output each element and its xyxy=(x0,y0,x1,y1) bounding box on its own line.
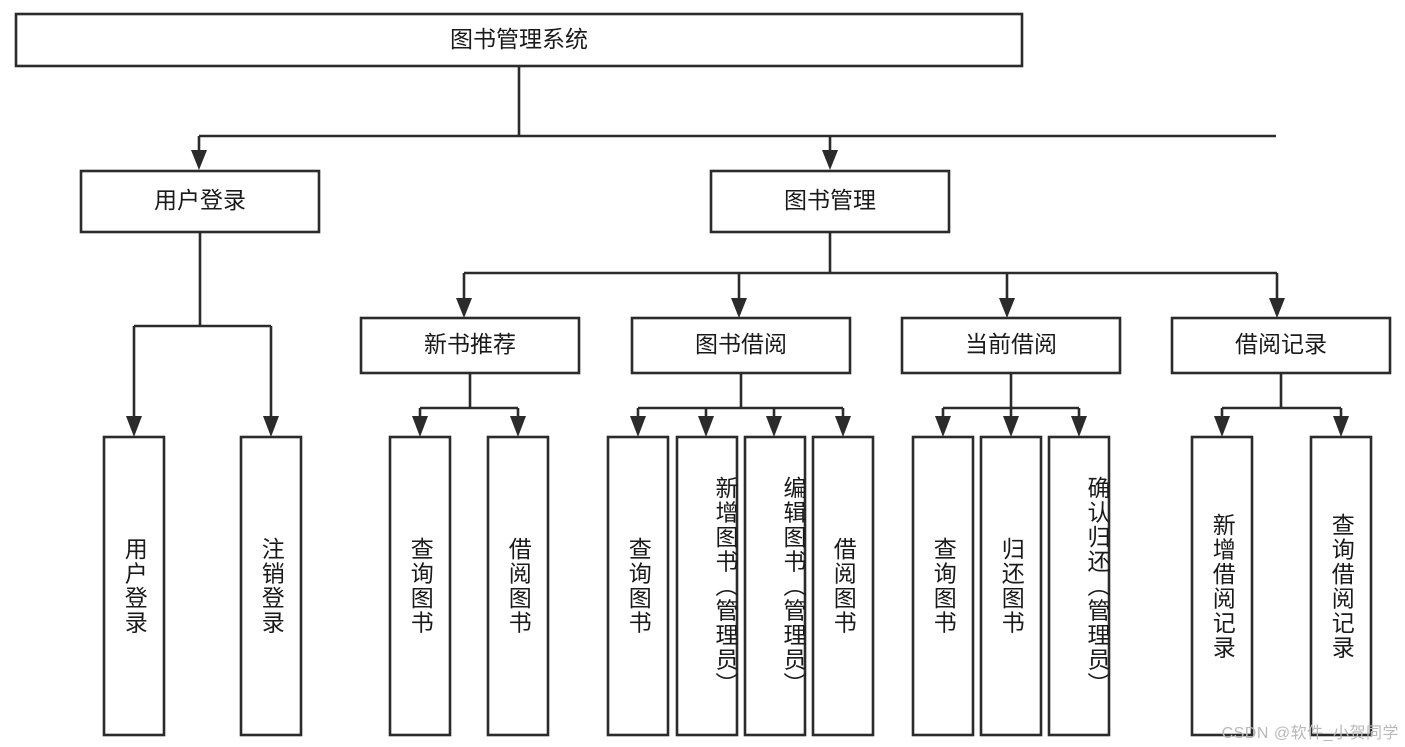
connector-book-borrow-bus xyxy=(630,373,851,437)
arrowhead-icon xyxy=(412,416,428,437)
leaf-box-query-record[interactable] xyxy=(1309,435,1373,737)
leaf-box-borrow-book-1[interactable] xyxy=(486,435,550,737)
connector-root-bus xyxy=(199,66,1276,138)
leaf-box-user-login[interactable] xyxy=(102,435,166,737)
arrowhead-icon xyxy=(999,298,1015,318)
node-borrow-record-label: 借阅记录 xyxy=(1235,331,1327,357)
connector-user-login-bus xyxy=(126,232,279,437)
leaf-box-edit-book[interactable] xyxy=(743,435,807,737)
arrowhead-icon xyxy=(1003,416,1019,437)
node-new-book-recommend-box[interactable] xyxy=(359,316,581,375)
arrowhead-icon xyxy=(1333,416,1349,437)
leaf-box-query-book-3[interactable] xyxy=(911,435,975,737)
leaf-box-query-book-1[interactable] xyxy=(388,435,452,737)
leaf-box-add-book[interactable] xyxy=(675,435,739,737)
connector-root-to-user-login xyxy=(191,136,207,170)
node-new-book-recommend-label: 新书推荐 xyxy=(424,331,516,357)
arrowhead-icon xyxy=(1269,298,1285,318)
arrowhead-icon xyxy=(822,150,838,170)
leaf-box-borrow-book-2[interactable] xyxy=(811,435,875,737)
connector-current-borrow-bus xyxy=(935,373,1087,437)
arrowhead-icon xyxy=(698,416,714,437)
arrowhead-icon xyxy=(510,416,526,437)
arrowhead-icon xyxy=(456,298,472,318)
node-user-login-label: 用户登录 xyxy=(154,187,246,213)
arrowhead-icon xyxy=(630,416,646,437)
node-book-borrow[interactable]: 图书借阅 xyxy=(630,316,852,375)
arrowhead-icon xyxy=(191,150,207,170)
node-new-book-recommend[interactable]: 新书推荐 xyxy=(359,316,581,375)
node-book-borrow-label: 图书借阅 xyxy=(695,331,787,357)
node-book-manage[interactable]: 图书管理 xyxy=(709,169,951,234)
leaf-box-logout[interactable] xyxy=(239,435,303,737)
leaf-box-return-book[interactable] xyxy=(979,435,1043,737)
leaf-box-query-book-2[interactable] xyxy=(606,435,670,737)
arrowhead-icon xyxy=(835,416,851,437)
arrowhead-icon xyxy=(1214,416,1230,437)
node-current-borrow-box[interactable] xyxy=(900,316,1122,375)
node-book-manage-label: 图书管理 xyxy=(784,187,876,213)
arrowhead-icon xyxy=(731,298,747,318)
csdn-watermark: CSDN @软件_小贺同学 xyxy=(1221,725,1399,742)
arrowhead-icon xyxy=(766,416,782,437)
connector-new-book-recommend-bus xyxy=(412,373,526,437)
arrowhead-icon xyxy=(126,416,142,437)
leaf-box-add-record[interactable] xyxy=(1190,435,1254,737)
node-root[interactable]: 图书管理系统 xyxy=(14,12,1024,68)
node-current-borrow[interactable]: 当前借阅 xyxy=(900,316,1122,375)
node-user-login-box[interactable] xyxy=(79,169,321,234)
node-root-box[interactable] xyxy=(14,12,1024,68)
connector-root-to-book-manage xyxy=(822,136,838,170)
node-current-borrow-label: 当前借阅 xyxy=(965,331,1057,357)
arrowhead-icon xyxy=(1071,416,1087,437)
node-borrow-record[interactable]: 借阅记录 xyxy=(1170,316,1392,375)
connector-book-manage-bus xyxy=(456,232,1285,318)
connector-borrow-record-bus xyxy=(1214,373,1349,437)
node-root-label: 图书管理系统 xyxy=(450,26,588,52)
node-user-login[interactable]: 用户登录 xyxy=(79,169,321,234)
arrowhead-icon xyxy=(935,416,951,437)
leaf-box-confirm-return[interactable] xyxy=(1047,435,1111,737)
arrowhead-icon xyxy=(263,416,279,437)
